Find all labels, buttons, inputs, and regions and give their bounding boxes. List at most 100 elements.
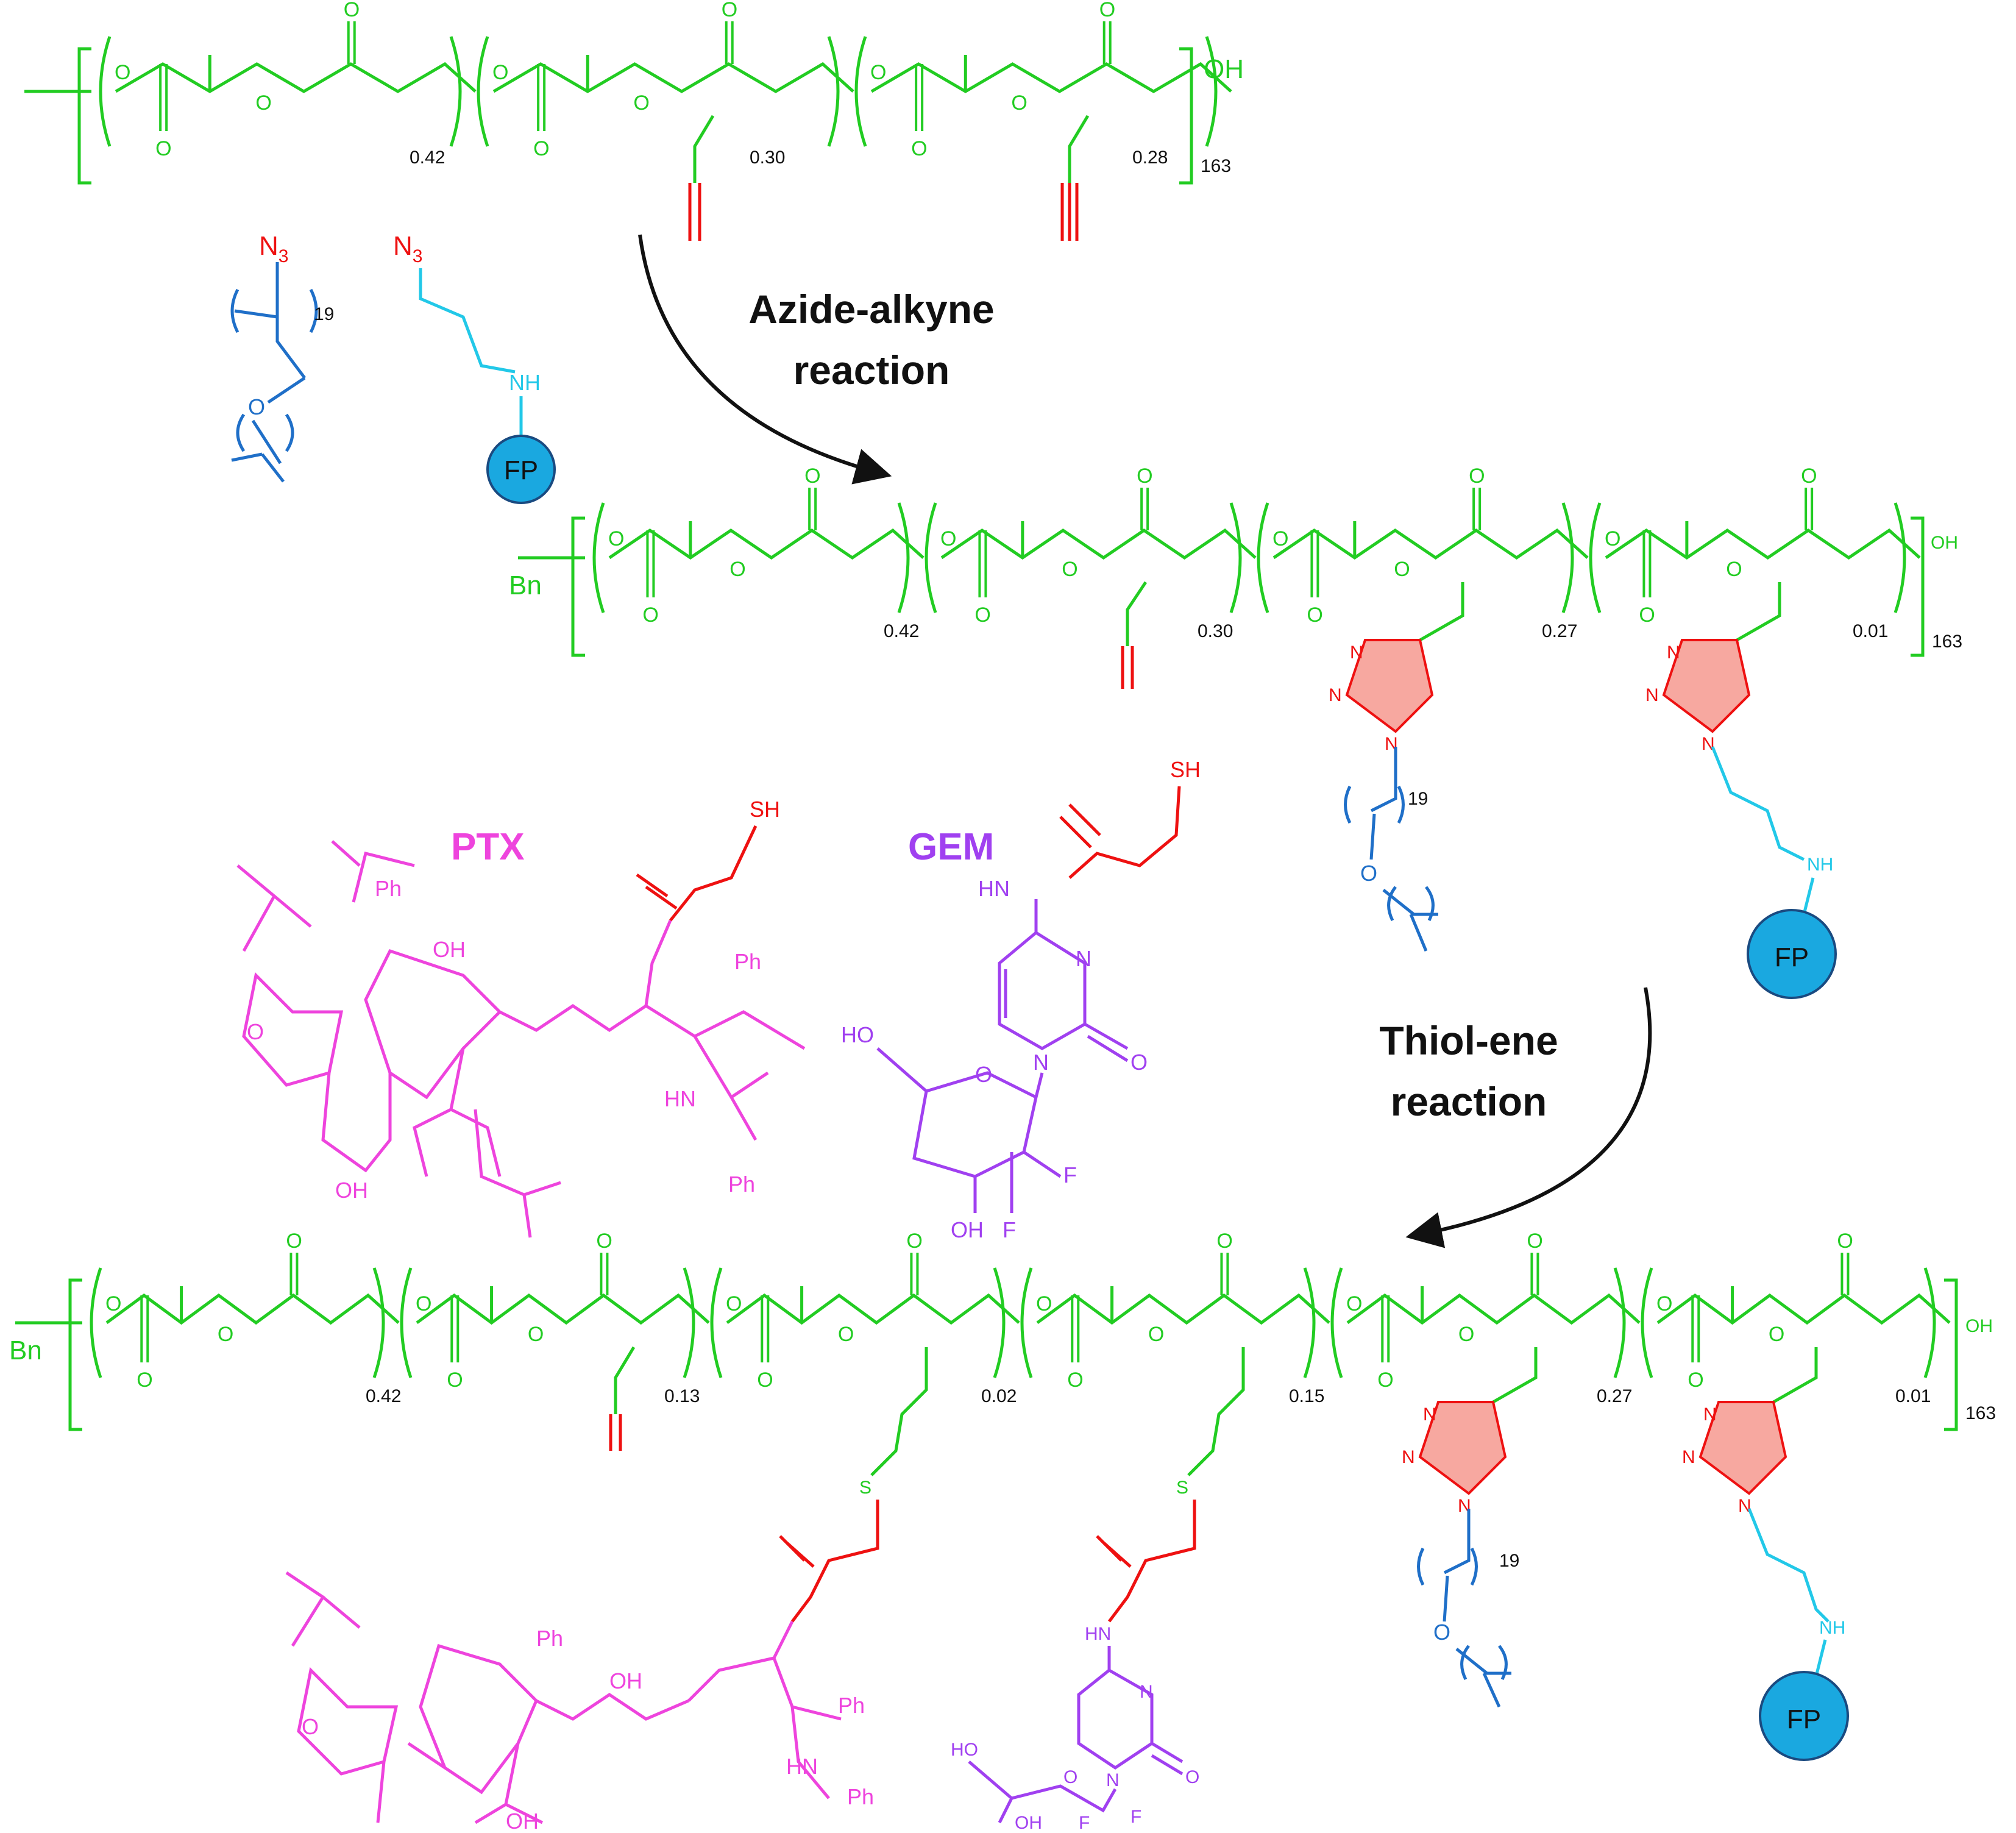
polymer3-ester-oxygen-3-2: O: [838, 1323, 854, 1346]
polymer3-carbonyl-oxygen-4-1: O: [1067, 1369, 1083, 1392]
azide-alkyne-step: Azide-alkyne reaction: [638, 234, 995, 485]
polymer3-paren-right-1: [372, 1267, 385, 1378]
svg-text:Ph: Ph: [847, 1784, 874, 1809]
polymer2-backbone-2: [940, 528, 1257, 560]
svg-text:N: N: [1329, 685, 1342, 705]
svg-text:N: N: [1682, 1447, 1695, 1467]
polymer3-carbonyl-oxygen-1-1: O: [137, 1369, 152, 1392]
svg-text:HN: HN: [664, 1086, 696, 1111]
polymer3-paren-left-4: [1020, 1267, 1033, 1378]
polymer1-end-group: OH: [1204, 54, 1244, 84]
polymer1-ester-oxygen-3-1: O: [870, 61, 886, 84]
svg-text:F: F: [1003, 1217, 1016, 1242]
polymer2-amine: NH: [1807, 855, 1833, 875]
polymer1-ester-oxygen-2-2: O: [633, 91, 649, 115]
alkyne-side-chain: [1068, 115, 1090, 183]
fluorescent-probe: [486, 435, 556, 504]
polymer3-backbone-3: [726, 1293, 1020, 1325]
alkene-terminal: [688, 183, 701, 241]
ptx-thiol: SH: [750, 797, 780, 822]
polymer3-carbonyl-oxygen-2-2: O: [596, 1230, 612, 1253]
svg-text:OH: OH: [433, 937, 466, 962]
polymer3-ester-oxygen-5-2: O: [1458, 1323, 1474, 1346]
polymer3-fraction-6: 0.01: [1895, 1386, 1931, 1406]
polymer3-fraction-5: 0.27: [1597, 1386, 1632, 1406]
svg-text:HO: HO: [841, 1022, 874, 1047]
step2-arrow: [1405, 987, 1652, 1248]
polymer3-probe: [1759, 1671, 1849, 1761]
svg-text:N: N: [1106, 1770, 1120, 1790]
polymer1-fraction-1: 0.42: [410, 148, 445, 168]
fp-azide-amine: NH: [509, 370, 541, 395]
polymer3-paren-right-4: [1303, 1267, 1316, 1378]
svg-text:O: O: [975, 1062, 992, 1087]
polymer1-paren-left-3: [854, 36, 867, 147]
polymer3-paren-left-2: [400, 1267, 413, 1378]
polymer2-ester-oxygen-2-2: O: [1062, 558, 1077, 581]
polymer1-backbone-1: [115, 62, 477, 93]
svg-text:N: N: [1033, 1050, 1049, 1075]
paclitaxel-thiol: PTX SH Ph HN Ph Ph OH OH O: [236, 797, 806, 1238]
polymer1-backbone-3: [870, 62, 1232, 93]
polymer2-backbone-1: [608, 528, 925, 560]
peg-azide-reagent: N3 19 O: [230, 231, 334, 483]
polymer1-carbonyl-oxygen-3-1: O: [911, 137, 927, 160]
step2-label-line1: Thiol-ene: [1379, 1018, 1558, 1063]
polymer1-carbonyl-oxygen-2-1: O: [533, 137, 549, 160]
svg-text:N: N: [1076, 946, 1091, 971]
polymer2-ester-oxygen-4-2: O: [1726, 558, 1742, 581]
svg-text:N: N: [1645, 685, 1659, 705]
polymer3-start-group: Bn: [9, 1336, 42, 1365]
peg-repeat: 19: [314, 304, 334, 324]
polymer1-ester-oxygen-3-2: O: [1011, 91, 1027, 115]
svg-text:Ph: Ph: [728, 1172, 755, 1197]
polymer3-carbonyl-oxygen-6-2: O: [1837, 1230, 1853, 1253]
svg-text:Ph: Ph: [734, 949, 761, 974]
polymer1-carbonyl-oxygen-3-2: O: [1099, 0, 1115, 21]
polymer2-start-group: Bn: [509, 571, 542, 600]
polymer3-backbone-4: [1036, 1293, 1330, 1325]
thiol-ene-step: Thiol-ene reaction: [1379, 987, 1652, 1248]
polymer3-repeat-count: 163: [1965, 1403, 1996, 1423]
polymer3-fraction-2: 0.13: [664, 1386, 700, 1406]
svg-text:N: N: [1350, 642, 1363, 663]
polymer1-repeat-count: 163: [1201, 156, 1231, 176]
polymer3-carbonyl-oxygen-1-2: O: [286, 1230, 302, 1253]
svg-text:HN: HN: [978, 876, 1010, 901]
fp-azide-reagent: N3 NH FP: [393, 231, 556, 504]
polymer1-paren-right-3: [1205, 36, 1218, 147]
polymer2-paren-left-1: [592, 502, 605, 613]
polymer3-fraction-3: 0.02: [981, 1386, 1017, 1406]
polymer2-backbone-3: [1272, 528, 1589, 560]
ptx-name: PTX: [451, 826, 525, 868]
polymer2-fraction-3: 0.27: [1542, 621, 1577, 641]
polymer2-end-group: OH: [1931, 533, 1958, 553]
polymer3-ester-oxygen-4-2: O: [1148, 1323, 1164, 1346]
polymer1-fraction-3: 0.28: [1132, 148, 1168, 168]
svg-text:O: O: [1063, 1767, 1077, 1787]
svg-text:Ph: Ph: [536, 1626, 563, 1651]
repeat-bracket-right: [1179, 47, 1193, 185]
polymer3-fraction-4: 0.15: [1289, 1386, 1324, 1406]
polymer2-paren-right-1: [897, 502, 910, 613]
poly2-bracket-right: [1911, 516, 1925, 657]
svg-text:OH: OH: [609, 1668, 642, 1693]
polymer2-paren-right-2: [1229, 502, 1242, 613]
fp-azide-n3: N3: [393, 231, 422, 266]
polymer3-backbone-5: [1346, 1293, 1641, 1325]
polymer3-paren-right-2: [683, 1267, 695, 1378]
polymer3-peg-repeat: 19: [1499, 1551, 1519, 1571]
polymer3-carbonyl-oxygen-5-1: O: [1377, 1369, 1393, 1392]
gem-thiol: SH: [1170, 757, 1201, 782]
polymer1-carbonyl-oxygen-2-2: O: [722, 0, 737, 21]
svg-text:Ph: Ph: [375, 876, 402, 901]
triazole-ring-fp: [1662, 639, 1751, 733]
svg-text:OH: OH: [1015, 1813, 1042, 1833]
svg-text:F: F: [1063, 1162, 1077, 1187]
svg-text:OH: OH: [506, 1809, 539, 1833]
polymer3-amine: NH: [1819, 1618, 1845, 1638]
step1-arrow: [638, 234, 892, 485]
